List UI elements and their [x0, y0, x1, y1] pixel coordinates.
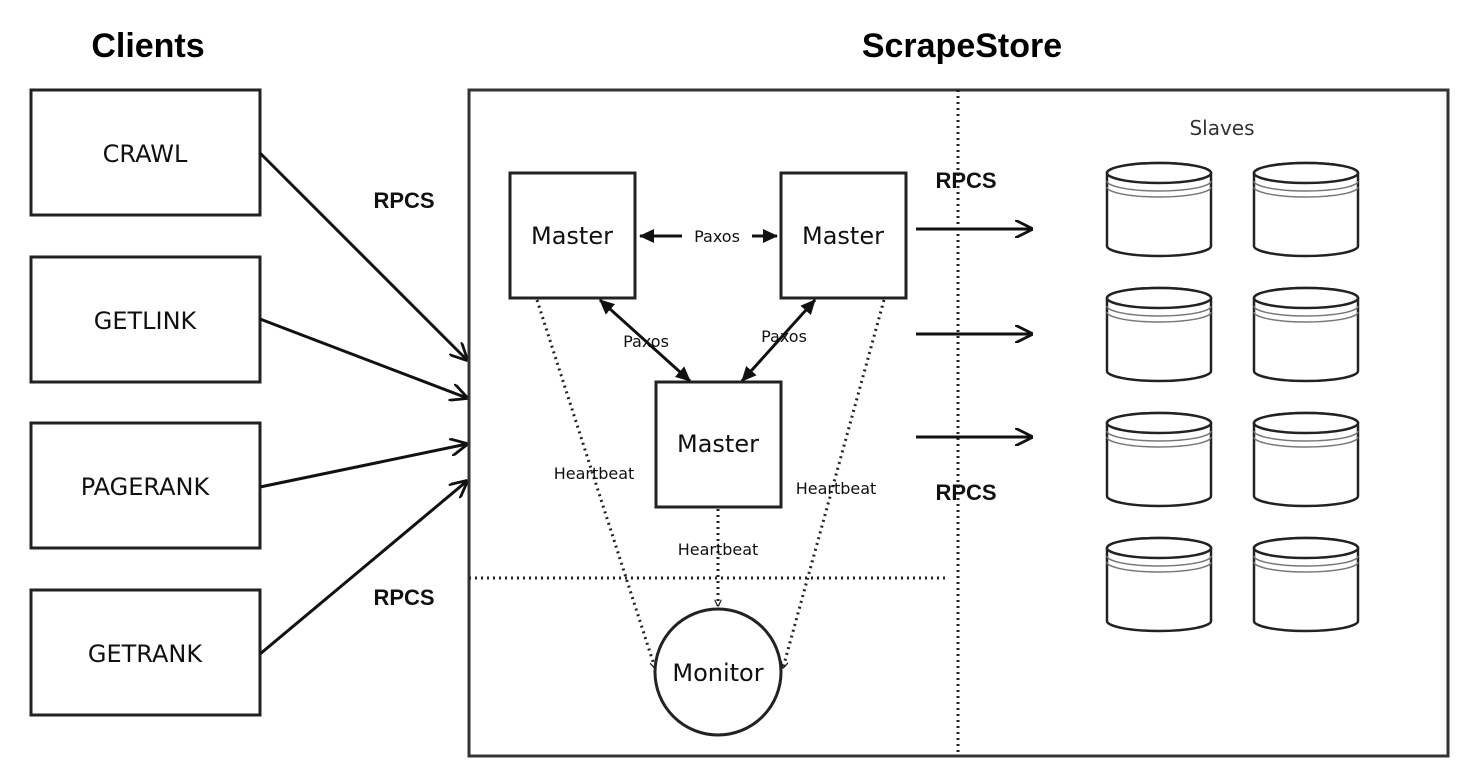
paxos-arrow-left: [598, 298, 692, 383]
heartbeat-label-center: Heartbeat: [678, 540, 759, 559]
rpc-arrow-getrank: [259, 481, 467, 656]
master-bottom-label: Master: [677, 430, 759, 458]
rpcs-label-slaves-bottom: RPCS: [935, 480, 996, 505]
client-pagerank: PAGERANK: [29, 421, 262, 550]
scrapestore-heading: ScrapeStore: [862, 27, 1062, 65]
client-getrank-label: GETRANK: [88, 640, 203, 668]
slave-database-7: [1105, 536, 1213, 633]
client-crawl-label: CRAWL: [103, 140, 188, 168]
paxos-arrow-right: [740, 298, 817, 383]
client-pagerank-label: PAGERANK: [81, 473, 211, 501]
heartbeat-label-left: Heartbeat: [554, 464, 635, 483]
monitor: Monitor: [653, 607, 783, 737]
master-left-label: Master: [531, 222, 613, 250]
slave-database-2: [1252, 161, 1360, 258]
master-left: Master: [508, 171, 637, 300]
paxos-label-right: Paxos: [761, 327, 807, 346]
rpc-arrow-getlink: [259, 317, 467, 398]
slave-database-1: [1105, 161, 1213, 258]
slave-database-5: [1105, 411, 1213, 508]
master-right-label: Master: [802, 222, 884, 250]
master-right: Master: [779, 171, 908, 300]
slave-database-3: [1105, 286, 1213, 383]
rpcs-label-slaves-top: RPCS: [935, 168, 996, 193]
paxos-label-top: Paxos: [694, 227, 740, 246]
slaves-label: Slaves: [1189, 116, 1254, 140]
paxos-label-left: Paxos: [623, 332, 669, 351]
client-getlink-label: GETLINK: [94, 307, 198, 335]
client-crawl: CRAWL: [29, 88, 262, 217]
slave-database-8: [1252, 536, 1360, 633]
slave-database-6: [1252, 411, 1360, 508]
slave-grid: [1105, 161, 1360, 633]
rpc-arrow-pagerank: [259, 444, 467, 489]
heartbeat-label-right: Heartbeat: [796, 479, 877, 498]
client-getlink: GETLINK: [29, 255, 262, 384]
clients-heading: Clients: [91, 27, 204, 65]
slave-database-4: [1252, 286, 1360, 383]
rpcs-label-clients-top: RPCS: [373, 188, 434, 213]
heartbeat-arrow-left: [535, 299, 655, 668]
master-bottom: Master: [654, 380, 783, 509]
heartbeat-arrow-right: [783, 299, 886, 668]
rpc-arrow-crawl: [258, 151, 467, 360]
monitor-label: Monitor: [672, 659, 763, 687]
rpcs-label-clients-bottom: RPCS: [373, 585, 434, 610]
client-getrank: GETRANK: [29, 588, 262, 717]
